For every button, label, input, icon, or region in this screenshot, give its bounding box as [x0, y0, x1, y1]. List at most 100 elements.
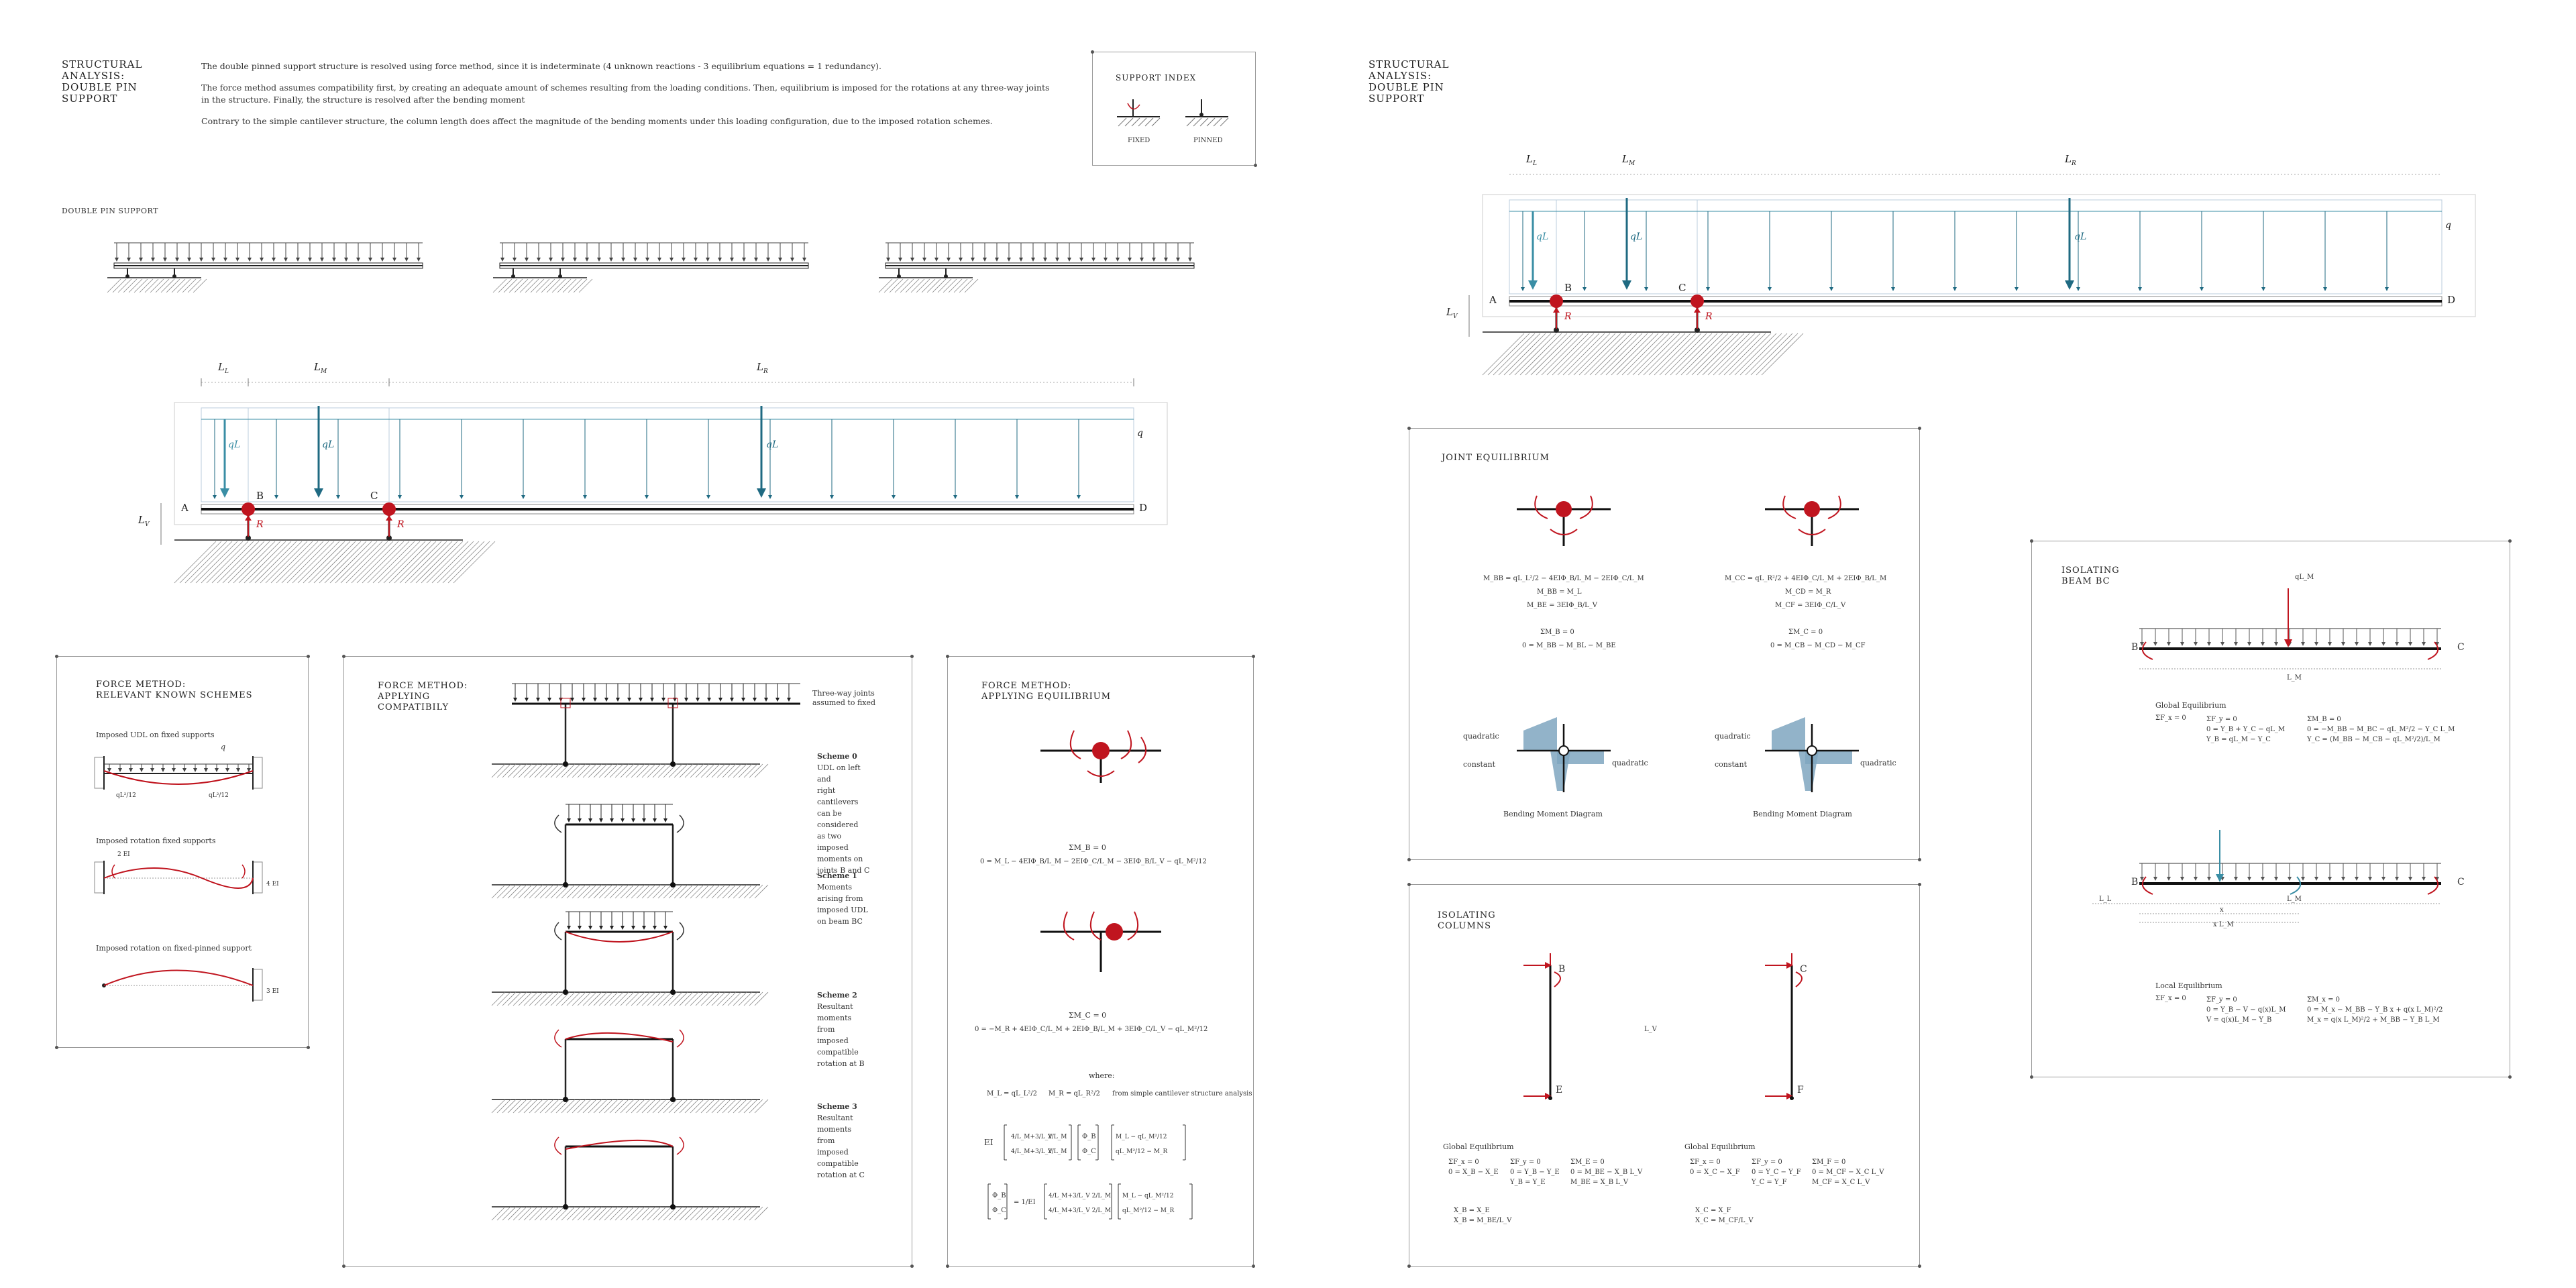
beam-bc-global: [2139, 588, 2441, 669]
small-structure-2: [492, 242, 809, 293]
known-m1: qL²/12: [116, 792, 136, 799]
beam-label-C2: C: [2457, 877, 2465, 888]
label-qLL: qL: [228, 439, 241, 450]
joint-title: JOINT EQUILIBRIUM: [1442, 453, 1550, 463]
joint-b-5: 0 = M_BB − M_BL − M_BE: [1522, 642, 1616, 649]
label-LL-r: LL: [1526, 153, 1537, 167]
joint-b-1: M_BB = qL_L²/2 − 4EIΦ_B/L_M − 2EIΦ_C/L_M: [1483, 575, 1644, 582]
joint-b-diagram: [1517, 495, 1611, 546]
bmd-c-quadratic: quadratic: [1715, 732, 1751, 741]
beam-x-label: x: [2220, 906, 2224, 914]
label-qLM-r: qL: [1630, 231, 1643, 242]
joint-b-3: M_BE = 3EIΦ_B/L_V: [1527, 602, 1598, 609]
eq-ml: M_L = qL_L²/2: [987, 1090, 1038, 1097]
small-structure-1: [107, 242, 423, 293]
svg-text:4/L_M+3/L_V 2/L_M: 4/L_M+3/L_V 2/L_M: [1049, 1193, 1111, 1199]
label-RC-r: R: [1705, 311, 1713, 322]
col-label-B: B: [1558, 964, 1566, 975]
label-qLM: qL: [322, 439, 335, 450]
label-q: q: [1137, 428, 1143, 439]
col-ge-left: Global Equilibrium: [1443, 1142, 1514, 1151]
eq-c-2: 0 = −M_R + 4EIΦ_C/L_M + 2EIΦ_B/L_M + 3EI…: [975, 1026, 1208, 1033]
bmd-b-caption: Bending Moment Diagram: [1503, 810, 1603, 818]
column-cf: [1765, 953, 1803, 1100]
joint-b-2: M_BB = M_L: [1537, 588, 1582, 596]
bmd-b-constant: constant: [1463, 760, 1495, 769]
label-LL: LL: [218, 361, 229, 375]
col-label-F: F: [1797, 1085, 1804, 1095]
joint-c-1: M_CC = qL_R²/2 + 4EIΦ_C/L_M + 2EIΦ_B/L_M: [1725, 575, 1887, 582]
known-r3: 3 EI: [266, 988, 279, 995]
bmd-c-quadratic-r: quadratic: [1860, 759, 1896, 767]
joint-c-3: M_CF = 3EIΦ_C/L_V: [1775, 602, 1846, 609]
fixed-label: FIXED: [1128, 137, 1150, 144]
compat-drawings: [491, 683, 800, 1221]
bmd-b-quadratic: quadratic: [1463, 732, 1499, 741]
beam-le: Local Equilibrium: [2155, 981, 2222, 990]
beam-lm2-label: L_M: [2287, 896, 2302, 903]
label-B-r: B: [1564, 282, 1572, 294]
pinned-label: PINNED: [1193, 137, 1223, 144]
svg-text:Φ_B: Φ_B: [1082, 1133, 1096, 1140]
known-title: FORCE METHOD:RELEVANT KNOWN SCHEMES: [96, 680, 253, 700]
beam-svg-left: [160, 378, 1168, 584]
svg-text:Φ_C: Φ_C: [992, 1207, 1006, 1214]
label-LM: LM: [314, 361, 327, 375]
panel-known-schemes: FORCE METHOD:RELEVANT KNOWN SCHEMES Impo…: [55, 655, 310, 1049]
eq-c-1: ΣM_C = 0: [1069, 1011, 1107, 1020]
known-m2: qL²/12: [209, 792, 229, 799]
beam-label-B2: B: [2131, 877, 2139, 888]
label-LM-r: LM: [1622, 153, 1635, 167]
known-scheme-1: [94, 756, 263, 790]
label-C-r: C: [1678, 282, 1686, 294]
joint-c-figure: [1040, 911, 1161, 972]
intro-text: The double pinned support structure is r…: [201, 60, 1053, 127]
eq-where: where:: [1089, 1071, 1115, 1080]
known-r2: 4 EI: [266, 881, 279, 888]
support-index-panel: SUPPORT INDEX FIXED PINNED: [1091, 50, 1257, 167]
label-qLL-r: qL: [1536, 231, 1549, 242]
svg-text:Φ_B: Φ_B: [992, 1192, 1006, 1199]
small-structure-3: [878, 242, 1195, 293]
svg-text:2/L_M: 2/L_M: [1048, 1148, 1067, 1155]
section-label: DOUBLE PIN SUPPORT: [62, 207, 158, 215]
pinned-support-icon: [1185, 99, 1229, 127]
known-q: q: [221, 743, 226, 751]
col-label-C: C: [1800, 964, 1807, 975]
known-caption-2: Imposed rotation fixed supports: [96, 837, 216, 845]
beam-xlm-label: x L_M: [2213, 921, 2234, 928]
panel-joint-equilibrium: JOINT EQUILIBRIUM M_BB = qL_L²/2 − 4EIΦ_…: [1407, 427, 1921, 861]
label-RB-r: R: [1564, 311, 1572, 322]
label-q-r: q: [2445, 220, 2451, 231]
label-LV-r: LV: [1446, 306, 1458, 320]
label-qLR: qL: [766, 439, 779, 450]
beam-qlm-label: qL_M: [2295, 574, 2314, 581]
beam-svg-right: [1468, 174, 2476, 376]
label-RB: R: [256, 519, 264, 530]
bmd-c-constant: constant: [1715, 760, 1747, 769]
beam-ll-label: L_L: [2099, 896, 2112, 903]
known-caption-1: Imposed UDL on fixed supports: [96, 731, 215, 739]
matrix-equation-2: Φ_BΦ_C = 1/EI 4/L_M+3/L_V 2/L_M4/L_M+3/L…: [987, 1183, 1193, 1220]
label-LV: LV: [138, 514, 150, 528]
svg-text:= 1/EI: = 1/EI: [1014, 1199, 1036, 1206]
bmd-b: [1517, 717, 1611, 792]
svg-text:Φ_C: Φ_C: [1082, 1148, 1096, 1155]
known-r1: 2 EI: [117, 851, 130, 858]
joint-c-diagram: [1765, 495, 1859, 546]
svg-text:qL_M²/12 − M_R: qL_M²/12 − M_R: [1116, 1148, 1168, 1155]
joint-b-4: ΣM_B = 0: [1540, 629, 1574, 636]
